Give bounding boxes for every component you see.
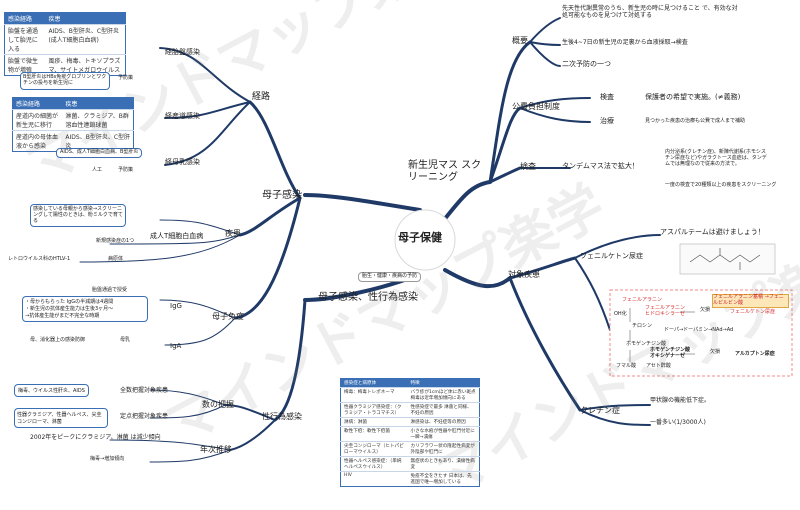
tandem-note: 内分泌系(クレチン症)、新陳代謝系(ホモシスチン尿症など)やガラクトース血症は、… bbox=[665, 149, 767, 167]
fixed-report-list: 性器クラミジア、性器ヘルペス、尖圭コンジローマ、淋菌 bbox=[14, 408, 108, 428]
dopa: ドーパ→ドーパミン→NAd→Ad bbox=[664, 327, 734, 333]
pku-label[interactable]: フェニルケトン尿症 bbox=[580, 252, 643, 260]
sexual-branch[interactable]: 性行為感染 bbox=[262, 412, 302, 421]
immunity-label[interactable]: 母子免疫 bbox=[212, 312, 244, 321]
overview-3: 二次予防の一つ bbox=[562, 60, 611, 68]
cretin-1: 甲状腺の機能低下症。 bbox=[650, 397, 711, 404]
phe: フェニルアラニン bbox=[622, 297, 663, 303]
enzyme: フェニルアラニン ヒドロキシラーゼ bbox=[645, 305, 686, 317]
disease-label[interactable]: 疾患 bbox=[225, 229, 241, 238]
count-label[interactable]: 数の把握 bbox=[202, 400, 234, 409]
syphilis-trend: 梅毒→増加傾向 bbox=[90, 456, 125, 462]
igg-note: ・母からもらった IgGの半減期は4週間・新生児の抗体産生能力は生後3ヶ月～→抗… bbox=[22, 296, 148, 323]
center-title[interactable]: 母子保健 bbox=[398, 231, 442, 244]
atl-note: 感染している母親から感染→スクリーニングして陽性のときは、粉ミルクで育てる bbox=[30, 204, 126, 228]
igg-label[interactable]: IgG bbox=[170, 302, 182, 310]
cretin-label[interactable]: クレチン症 bbox=[580, 406, 620, 415]
prevention2-label: 予防策 bbox=[118, 167, 134, 173]
birth-canal-label[interactable]: 経産道感染 bbox=[165, 112, 200, 120]
std-table: 感染症と病原体特徴 梅毒：梅毒トレポネーマバラ疹が1cmほど体に赤い斑点 梅毒は… bbox=[340, 378, 480, 487]
all-report-label[interactable]: 全数把握対象疾患 bbox=[120, 387, 169, 394]
treat-label[interactable]: 治療 bbox=[600, 117, 614, 125]
hbv-note: B型肝炎はHBs免疫グロブリンとワクチンの投与を新生児に bbox=[20, 72, 110, 90]
pku-out: フェニルケトン尿症 bbox=[730, 309, 776, 315]
oxidase: ホモゲンチジン酸 オキシゲナーゼ bbox=[650, 347, 691, 359]
yearly-label[interactable]: 年次推移 bbox=[200, 445, 232, 454]
placental-label[interactable]: 経胎盤感染 bbox=[165, 48, 200, 56]
placenta-pass: 胎盤通過で授受 bbox=[92, 287, 128, 293]
aspartame-note: アスパルテームは避けましょう！ bbox=[660, 228, 765, 236]
fixed-report-label[interactable]: 定点把握対象疾患 bbox=[120, 413, 169, 420]
burden-label[interactable]: 公費負担制度 bbox=[512, 102, 560, 111]
iga-label[interactable]: IgA bbox=[170, 342, 182, 350]
breast-label: 母乳 bbox=[120, 337, 131, 343]
prevention-label: 予防策 bbox=[118, 75, 134, 81]
tyrosine: チロシン bbox=[632, 323, 653, 329]
atl-label[interactable]: 成人T細胞白血病 bbox=[150, 232, 204, 240]
overview-1: 先天性代謝異常のうち、新生児の時に見つけること で、有効な対処可能なものを見つけ… bbox=[562, 5, 738, 19]
aspartame-structure bbox=[679, 243, 776, 275]
deficit2: 欠損 bbox=[710, 349, 721, 355]
infection-branch[interactable]: 母子感染 bbox=[262, 190, 302, 201]
overview-label[interactable]: 概要 bbox=[512, 36, 528, 45]
treat-note: 見つかった疾患の治療も公費で成人まで補助 bbox=[645, 118, 746, 124]
infection-sexual-branch[interactable]: 母子感染、性行為感染 bbox=[318, 292, 418, 303]
tandem-note2: 一度の検査で20種類以上の疾患をスクリーニング bbox=[665, 182, 777, 188]
homogentisic: ホモゲンチジン酸 bbox=[626, 341, 667, 347]
birth-canal-table: 感染経路疾患 産道内の細菌が新生児に移行淋菌、クラミジア、B群溶血性連鎖球菌 産… bbox=[12, 97, 134, 152]
accumulation: フェニルアラニン蓄積 →フェニルピルビン酸 bbox=[712, 294, 789, 308]
center-node[interactable] bbox=[394, 209, 456, 271]
oh: OH化 bbox=[614, 311, 627, 317]
fumaric: フマル酸 bbox=[616, 363, 637, 369]
aceto: アセト酢酸 bbox=[646, 363, 671, 369]
breastmilk-label[interactable]: 経母乳感染 bbox=[165, 158, 200, 166]
pathogen-label: 病原体 bbox=[108, 256, 124, 262]
test-label[interactable]: 検査 bbox=[520, 162, 536, 171]
all-report-list: 梅毒、ウイルス性肝炎、AIDS bbox=[14, 384, 89, 397]
yearly-peak: 2002年をピークにクラミジア、淋菌 は減少傾向 bbox=[30, 434, 161, 441]
center-note: 胎生・健康・疾病の予防 bbox=[358, 272, 422, 282]
tandem-label[interactable]: タンデムマス法で拡大！ bbox=[562, 162, 639, 170]
route-label[interactable]: 経路 bbox=[252, 92, 271, 102]
htlv-label: レトロウイルス科のHTLV-1 bbox=[8, 256, 71, 262]
deficit: 欠損 bbox=[700, 307, 711, 313]
iga-note: 母、消化器上の感染防御 bbox=[30, 337, 86, 343]
overview-2: 生後4~7日の新生児の足裏から血液採取→検査 bbox=[562, 39, 688, 46]
exam-label[interactable]: 検査 bbox=[600, 93, 614, 101]
exam-note: 保護者の希望で実施。(≠義務) bbox=[645, 93, 741, 101]
cretin-2: 一番多い(1/3000人) bbox=[650, 419, 706, 426]
screening-branch[interactable]: 新生児マス スクリーニング bbox=[408, 160, 482, 183]
target-label[interactable]: 対象疾患 bbox=[508, 270, 540, 279]
breast-diseases: AIDS、成人T細胞白血病、B型肝炎 bbox=[56, 148, 143, 158]
alkapton: アルカプトン尿症 bbox=[735, 351, 775, 357]
artificial-label: 人工 bbox=[92, 167, 103, 173]
new-cases: 新規感染症の1つ bbox=[96, 238, 135, 244]
